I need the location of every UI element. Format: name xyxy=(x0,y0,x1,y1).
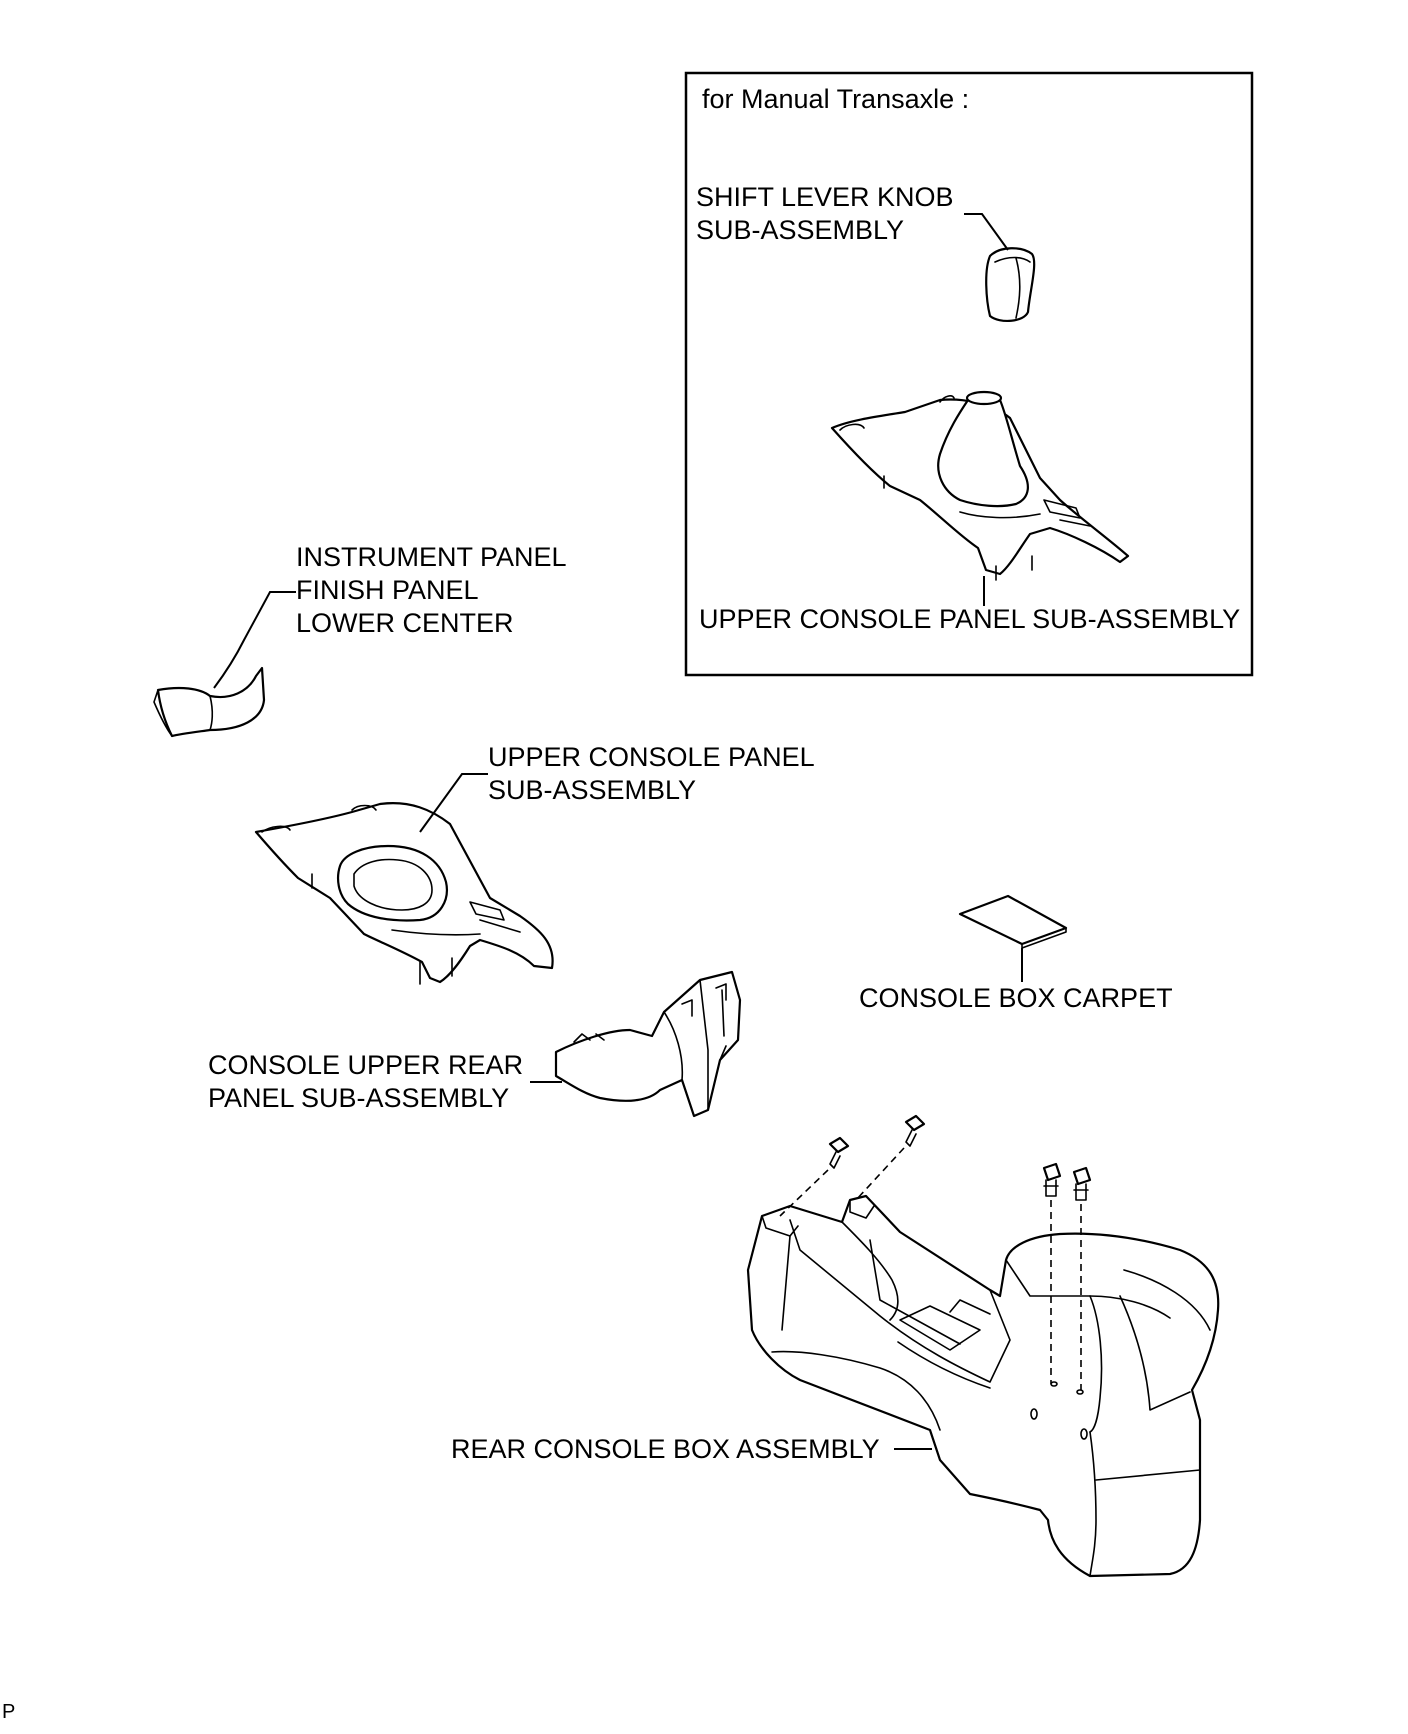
upper-console-panel-drawing xyxy=(254,802,554,985)
clip-left-drawing xyxy=(1042,1162,1062,1197)
clip-right-drawing xyxy=(1072,1166,1092,1201)
screw-left-drawing xyxy=(828,1136,850,1169)
console-upper-rear-panel-drawing xyxy=(554,970,742,1118)
upper-console-label-line1: UPPER CONSOLE PANEL xyxy=(488,742,815,772)
shift-knob-leader xyxy=(964,213,1009,251)
instrument-panel-leader xyxy=(213,591,296,689)
upper-console-label-line2: SUB-ASSEMBLY xyxy=(488,775,697,805)
corner-code: P xyxy=(2,1701,16,1723)
console-upper-rear-label-line1: CONSOLE UPPER REAR xyxy=(208,1050,524,1080)
inset-upper-console-drawing xyxy=(830,390,1130,581)
instrument-panel-label-line3: LOWER CENTER xyxy=(296,608,514,638)
upper-console-leader xyxy=(419,773,488,833)
screw-mid-drawing xyxy=(904,1114,926,1147)
console-box-carpet-label: CONSOLE BOX CARPET xyxy=(859,983,1173,1013)
inset-upper-console-label: UPPER CONSOLE PANEL SUB-ASSEMBLY xyxy=(699,604,1241,634)
inset-frame xyxy=(684,71,1254,677)
rear-console-box-drawing xyxy=(746,1194,1220,1578)
rear-console-box-label: REAR CONSOLE BOX ASSEMBLY xyxy=(451,1434,880,1464)
screw-mid-dashline xyxy=(855,1147,905,1201)
instrument-panel-label-line2: FINISH PANEL xyxy=(296,575,479,605)
inset-title: for Manual Transaxle : xyxy=(702,84,970,114)
instrument-panel-label-line1: INSTRUMENT PANEL xyxy=(296,542,567,572)
console-box-carpet-drawing xyxy=(958,894,1068,949)
console-upper-rear-label-line2: PANEL SUB-ASSEMBLY xyxy=(208,1083,510,1113)
shift-knob-label-line2: SUB-ASSEMBLY xyxy=(696,215,905,245)
shift-knob-label-line1: SHIFT LEVER KNOB xyxy=(696,182,954,212)
shift-lever-knob-drawing xyxy=(985,247,1036,322)
instrument-panel-finish-drawing xyxy=(153,666,266,738)
